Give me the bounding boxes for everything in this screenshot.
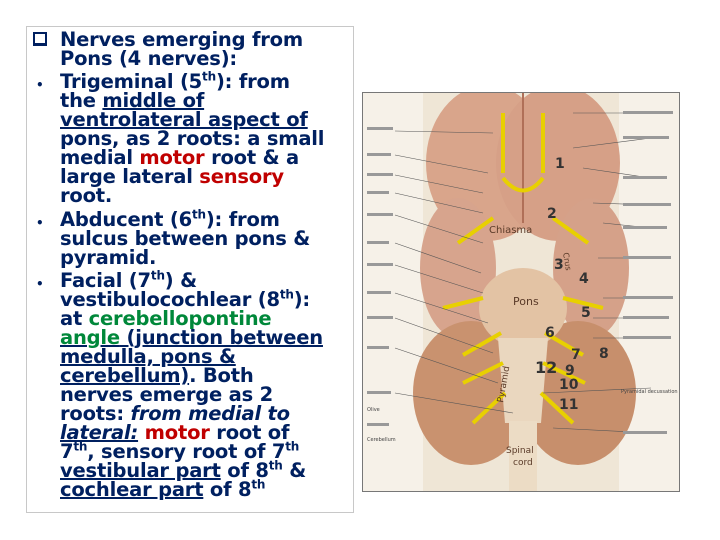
text-span: sulcus between pons & (60, 227, 311, 250)
heading-line-2: Pons (4 nerves): (60, 47, 238, 70)
text-span: root & a (204, 146, 299, 169)
heading: Nerves emerging from Pons (4 nerves): (60, 28, 350, 70)
text-span: ): (293, 288, 311, 311)
nerve-number: 4 (579, 271, 589, 287)
text-span: & (282, 459, 307, 482)
text-span: ventrolateral aspect of (60, 108, 308, 131)
text-span: ) & (164, 269, 197, 292)
nerve-number: 6 (545, 325, 555, 341)
nerve-number: 3 (554, 257, 564, 273)
text-span: lateral: (60, 421, 139, 444)
nerve-number: 9 (565, 363, 575, 379)
text-span: Trigeminal (5 (60, 70, 203, 93)
nerve-number: 11 (559, 397, 578, 413)
trigeminal-paragraph: Trigeminal (5th): from the middle of ven… (60, 69, 350, 207)
text-span: pyramid. (60, 246, 157, 269)
nerve-number: 1 (555, 156, 565, 172)
text-span: , sensory root of 7 (87, 440, 286, 463)
text-span: th (268, 458, 283, 473)
text-span: vestibular part (60, 459, 221, 482)
nerve-number: 5 (581, 305, 591, 321)
nerve-number: 10 (559, 377, 579, 393)
nerve-number: 7 (571, 347, 581, 363)
bullet-icon: • (36, 277, 44, 291)
text-span: roots: (60, 402, 131, 425)
text-span: th (191, 207, 206, 222)
text-span: cerebellum) (60, 364, 190, 387)
label-crus: Crus (561, 252, 573, 271)
text-span: nerves emerge as 2 (60, 383, 273, 406)
label-spinal: Spinal (506, 446, 534, 456)
nerve-number: 8 (599, 346, 609, 362)
text-span: ): from (205, 208, 280, 231)
text-span: Abducent (6 (60, 208, 192, 231)
text-span: of 8 (203, 478, 252, 501)
text-panel (26, 26, 354, 513)
text-span: root of (209, 421, 290, 444)
text-span: th (251, 477, 266, 492)
text-span: motor (139, 146, 205, 169)
nerve-number: 12 (535, 358, 557, 377)
text-span: cochlear part (60, 478, 204, 501)
text-span: ): from (215, 70, 290, 93)
text-span: th (202, 69, 216, 84)
label-chiasma: Chiasma (489, 225, 532, 236)
text-span: th (73, 439, 88, 454)
text-span: th (285, 439, 300, 454)
brain-base-drawing: Chiasma Pons Pyramid Spinal cord Crus Ol… (363, 93, 679, 491)
text-span: (junction between (119, 326, 324, 349)
text-span: sensory (199, 165, 284, 188)
bullet-icon: • (36, 78, 44, 92)
text-span: 7 (60, 440, 74, 463)
text-span: of 8 (220, 459, 269, 482)
bullet-icon: • (36, 216, 44, 230)
nerve-number: 2 (547, 206, 557, 222)
text-span: motor (138, 421, 210, 444)
label-cord: cord (513, 458, 533, 468)
text-span: Facial (7 (60, 269, 151, 292)
text-span: vestibulocochlear (8 (60, 288, 280, 311)
square-bullet-icon (33, 32, 47, 46)
text-span: middle of (102, 89, 205, 112)
text-span: th (279, 287, 294, 302)
label-olive: Olive (367, 407, 380, 413)
text-span: root. (60, 184, 113, 207)
text-span: cerebellopontine (88, 307, 272, 330)
label-pyramidal-decussation: Pyramidal decussation (621, 389, 678, 395)
label-pons: Pons (513, 295, 539, 308)
abducent-paragraph: Abducent (6th): from sulcus between pons… (60, 207, 350, 269)
label-cerebellum: Cerebellum (367, 437, 396, 443)
text-span: the (60, 89, 103, 112)
text-span: medulla, pons & (60, 345, 236, 368)
text-span: at (60, 307, 89, 330)
heading-line-1: Nerves emerging from (60, 28, 303, 51)
text-span: th (150, 268, 165, 283)
facial-paragraph: Facial (7th) & vestibulocochlear (8th): … (60, 268, 350, 501)
brainstem-illustration: Chiasma Pons Pyramid Spinal cord Crus Ol… (362, 92, 680, 492)
text-span: pons, as 2 roots: a small (60, 127, 325, 150)
text-span: large lateral (60, 165, 200, 188)
text-span: angle (60, 326, 120, 349)
text-span: medial (60, 146, 140, 169)
text-span: . Both (189, 364, 254, 387)
text-span: from medial to (130, 402, 291, 425)
